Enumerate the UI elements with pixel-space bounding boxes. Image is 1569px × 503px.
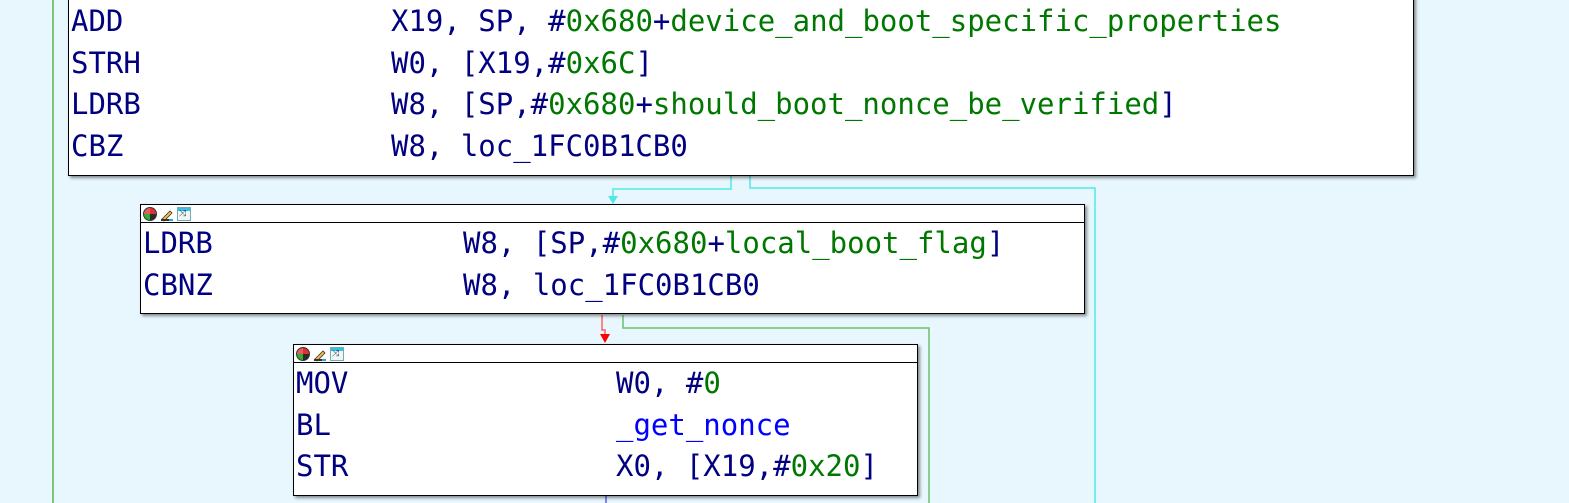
instruction-mnemonic[interactable]: CBNZ bbox=[143, 267, 213, 302]
color-palette-icon[interactable] bbox=[296, 346, 310, 361]
operand-symbol[interactable]: 0x6C bbox=[565, 45, 636, 80]
graph-view-icon[interactable] bbox=[177, 206, 191, 221]
instruction-line[interactable]: LDRB W8, [SP,#0x680+should_boot_nonce_be_… bbox=[69, 84, 1413, 126]
edit-node-icon[interactable] bbox=[313, 347, 327, 362]
edit-node-icon[interactable] bbox=[160, 207, 174, 222]
operand-text: ] bbox=[860, 449, 878, 483]
instruction-operands[interactable]: W8, [SP,#0x680+local_boot_flag] bbox=[463, 223, 1004, 265]
instruction-line[interactable]: STR X0, [X19,#0x20] bbox=[294, 446, 917, 488]
edge-cbz-fallthrough bbox=[612, 176, 732, 200]
operand-symbol[interactable]: should_boot_nonce_be_verified bbox=[652, 87, 1160, 121]
instruction-mnemonic[interactable]: LDRB bbox=[71, 87, 141, 121]
edge-arrowhead-red bbox=[600, 334, 610, 343]
instruction-operands[interactable]: W8, loc_1FC0B1CB0 bbox=[391, 126, 688, 168]
instruction-mnemonic[interactable]: ADD bbox=[71, 4, 124, 38]
operand-text: X19, SP, # bbox=[391, 4, 566, 38]
operand-text: ] bbox=[635, 45, 653, 80]
operand-symbol[interactable]: 0x680 bbox=[620, 226, 708, 260]
operand-text: W8, [SP,# bbox=[463, 226, 621, 260]
color-palette-icon[interactable] bbox=[143, 206, 157, 221]
instruction-line[interactable]: CBNZ W8, loc_1FC0B1CB0 bbox=[141, 265, 1084, 307]
edge-cbnz-taken bbox=[622, 315, 930, 503]
instruction-operands[interactable]: _get_nonce bbox=[616, 405, 791, 447]
instruction-line[interactable]: STRH W0, [X19,#0x6C] bbox=[69, 43, 1413, 85]
instruction-line[interactable]: MOV W0, #0 bbox=[294, 363, 917, 405]
instruction-operands[interactable]: W8, loc_1FC0B1CB0 bbox=[463, 265, 760, 307]
operand-text: W8, loc_1FC0B1CB0 bbox=[463, 267, 760, 302]
operand-symbol[interactable]: 0x20 bbox=[790, 449, 861, 483]
instruction-operands[interactable]: W0, #0 bbox=[616, 363, 721, 405]
instruction-mnemonic[interactable]: MOV bbox=[296, 366, 349, 400]
operand-symbol[interactable]: 0x680 bbox=[565, 4, 653, 38]
operand-text: W8, [SP,# bbox=[391, 87, 549, 121]
operand-text: W8, loc_1FC0B1CB0 bbox=[391, 128, 688, 163]
instruction-mnemonic[interactable]: CBZ bbox=[71, 128, 124, 163]
operand-text: + bbox=[707, 226, 725, 260]
instruction-line[interactable]: CBZ W8, loc_1FC0B1CB0 bbox=[69, 126, 1413, 168]
graph-view-icon[interactable] bbox=[330, 346, 344, 361]
operand-text: ] bbox=[1159, 87, 1177, 121]
edge-cbz-taken bbox=[749, 176, 1096, 503]
code-block-local-boot-flag[interactable]: LDRB W8, [SP,#0x680+local_boot_flag] CBNZ W… bbox=[140, 204, 1085, 314]
operand-text: X0, [X19,# bbox=[616, 449, 791, 483]
operand-text: W0, # bbox=[616, 366, 704, 400]
operand-text: W0, [X19,# bbox=[391, 45, 566, 80]
instruction-line[interactable]: LDRB W8, [SP,#0x680+local_boot_flag] bbox=[141, 223, 1084, 265]
instruction-line[interactable]: BL _get_nonce bbox=[294, 405, 917, 447]
instruction-operands[interactable]: X19, SP, #0x680+device_and_boot_specific… bbox=[391, 1, 1281, 43]
operand-symbol[interactable]: 0x680 bbox=[548, 87, 636, 121]
instruction-mnemonic[interactable]: STRH bbox=[71, 45, 141, 80]
operand-function-link[interactable]: _get_nonce bbox=[616, 407, 791, 442]
instruction-operands[interactable]: W0, [X19,#0x6C] bbox=[391, 43, 653, 85]
operand-text: + bbox=[635, 87, 653, 121]
edge-arrowhead-cyan bbox=[608, 196, 618, 204]
block-header bbox=[141, 205, 1084, 223]
block-header bbox=[294, 345, 917, 363]
operand-symbol[interactable]: device_and_boot_specific_properties bbox=[670, 4, 1282, 38]
instruction-line[interactable]: ADD X19, SP, #0x680+device_and_boot_speci… bbox=[69, 1, 1413, 43]
operand-text: ] bbox=[986, 226, 1005, 260]
instruction-operands[interactable]: X0, [X19,#0x20] bbox=[616, 446, 878, 488]
instruction-mnemonic[interactable]: BL bbox=[296, 407, 331, 442]
instruction-mnemonic[interactable]: STR bbox=[296, 449, 349, 483]
operand-symbol[interactable]: local_boot_flag bbox=[724, 226, 987, 260]
operand-text: + bbox=[652, 4, 671, 38]
instruction-mnemonic[interactable]: LDRB bbox=[143, 226, 213, 260]
operand-symbol[interactable]: 0 bbox=[703, 366, 721, 400]
instruction-operands[interactable]: W8, [SP,#0x680+should_boot_nonce_be_veri… bbox=[391, 84, 1177, 126]
